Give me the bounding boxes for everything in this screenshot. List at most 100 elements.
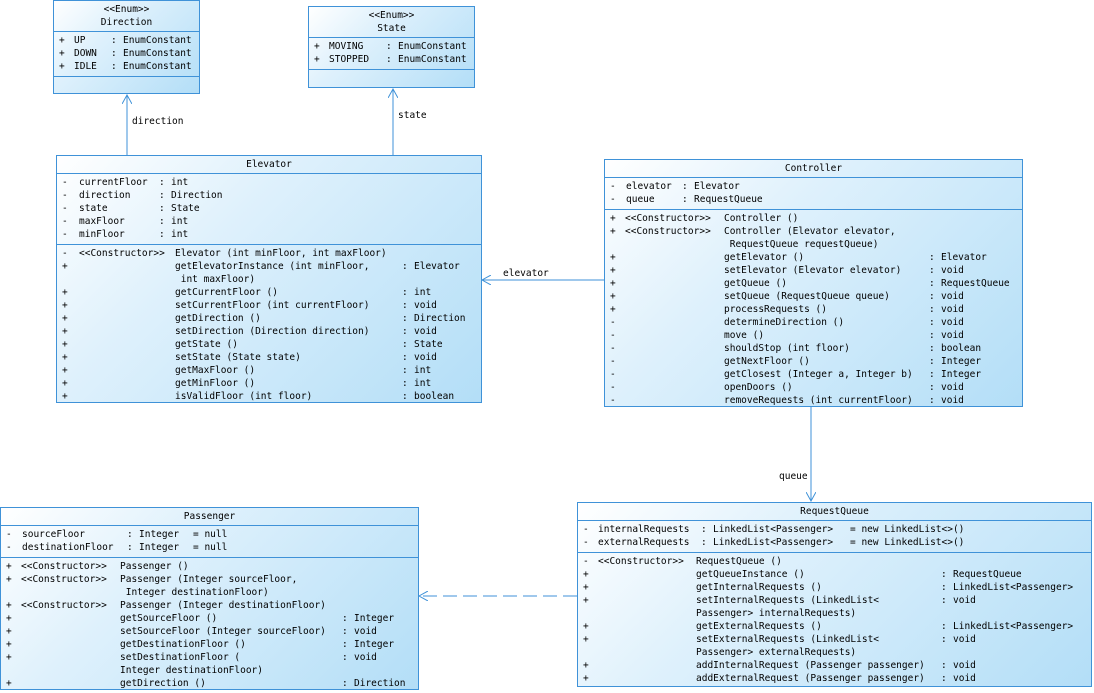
method-row[interactable]: +getDestinationFloor ():Integer xyxy=(1,638,418,651)
method-row-continuation[interactable]: Integer destinationFloor) xyxy=(1,586,418,599)
class-box-passenger[interactable]: Passenger-sourceFloor:Integer= null-dest… xyxy=(0,507,419,690)
method-row-continuation[interactable]: Passenger> externalRequests) xyxy=(578,646,1091,659)
return-type: int xyxy=(414,378,432,389)
method-row[interactable]: +getMinFloor ():int xyxy=(57,377,481,390)
attributes-section: -internalRequests:LinkedList<Passenger>=… xyxy=(578,521,1091,553)
class-name: State xyxy=(377,23,406,34)
type-colon: : xyxy=(127,529,133,540)
class-box-state[interactable]: <<Enum>>State+MOVING:EnumConstant+STOPPE… xyxy=(308,6,475,88)
method-row[interactable]: + addExternalRequest (Passenger passenger… xyxy=(578,672,1091,685)
method-row[interactable]: +getCurrentFloor ():int xyxy=(57,286,481,299)
visibility: + xyxy=(583,673,589,684)
method-row[interactable]: +getElevator ():Elevator xyxy=(605,251,1022,264)
visibility: + xyxy=(610,291,616,302)
class-box-direction[interactable]: <<Enum>>Direction+UP:EnumConstant+DOWN:E… xyxy=(53,0,200,94)
attribute-type: EnumConstant xyxy=(123,61,192,72)
method-row[interactable]: +setState (State state):void xyxy=(57,351,481,364)
method-row-continuation[interactable]: Integer destinationFloor) xyxy=(1,664,418,677)
method-row[interactable]: -getNextFloor ():Integer xyxy=(605,355,1022,368)
method-row[interactable]: +getQueue ():RequestQueue xyxy=(605,277,1022,290)
attribute-row[interactable]: -externalRequests:LinkedList<Passenger>=… xyxy=(578,536,1091,549)
attribute-row[interactable]: -sourceFloor:Integer= null xyxy=(1,528,418,541)
method-row[interactable]: -determineDirection ():void xyxy=(605,316,1022,329)
method-row[interactable]: -move ():void xyxy=(605,329,1022,342)
attribute-row[interactable]: +UP:EnumConstant xyxy=(54,34,199,47)
method-row[interactable]: +setElevator (Elevator elevator):void xyxy=(605,264,1022,277)
method-row[interactable]: -shouldStop (int floor):boolean xyxy=(605,342,1022,355)
method-row[interactable]: +setInternalRequests (LinkedList<:void xyxy=(578,594,1091,607)
method-signature: getMinFloor () xyxy=(175,378,256,389)
attribute-row[interactable]: +MOVING:EnumConstant xyxy=(309,40,474,53)
attribute-row[interactable]: +STOPPED:EnumConstant xyxy=(309,53,474,66)
visibility: - xyxy=(6,529,12,540)
visibility: + xyxy=(610,252,616,263)
method-row[interactable]: +getState ():State xyxy=(57,338,481,351)
method-row-continuation[interactable]: RequestQueue requestQueue) xyxy=(605,238,1022,251)
method-row[interactable]: +setExternalRequests (LinkedList<:void xyxy=(578,633,1091,646)
method-row[interactable]: -removeRequests (int currentFloor):void xyxy=(605,394,1022,407)
method-signature: Passenger (Integer destinationFloor) xyxy=(120,600,326,611)
attribute-row[interactable]: -queue:RequestQueue xyxy=(605,193,1022,206)
method-row[interactable]: +<<Constructor>>Passenger (Integer desti… xyxy=(1,599,418,612)
method-row[interactable]: +setDirection (Direction direction):void xyxy=(57,325,481,338)
class-stereotype: <<Enum>> xyxy=(103,4,150,15)
method-row[interactable]: +getSourceFloor ():Integer xyxy=(1,612,418,625)
method-row[interactable]: +isValidFloor (int floor):boolean xyxy=(57,390,481,403)
attribute-row[interactable]: -state:State xyxy=(57,202,481,215)
method-row[interactable]: +getElevatorInstance (int minFloor,:Elev… xyxy=(57,260,481,273)
type-colon: : xyxy=(342,626,348,637)
method-row-continuation[interactable]: Passenger> internalRequests) xyxy=(578,607,1091,620)
return-type: boolean xyxy=(414,391,455,402)
method-row[interactable]: -openDoors ():void xyxy=(605,381,1022,394)
attribute-row[interactable]: -maxFloor:int xyxy=(57,215,481,228)
method-row-continuation[interactable]: int maxFloor) xyxy=(57,273,481,286)
method-row[interactable]: -getClosest (Integer a, Integer b):Integ… xyxy=(605,368,1022,381)
method-signature: RequestQueue () xyxy=(696,556,782,567)
method-signature: addExternalRequest (Passenger passenger) xyxy=(696,673,925,684)
return-type: int xyxy=(414,287,432,298)
method-row[interactable]: +<<Constructor>>Passenger () xyxy=(1,560,418,573)
type-colon: : xyxy=(682,181,688,192)
method-row[interactable]: +getDirection ():Direction xyxy=(57,312,481,325)
method-signature: getElevator () xyxy=(724,252,805,263)
method-signature: setElevator (Elevator elevator) xyxy=(724,265,902,276)
method-row[interactable]: +getDirection ():Direction xyxy=(1,677,418,690)
method-row[interactable]: +setDestinationFloor (:void xyxy=(1,651,418,664)
method-row[interactable]: -<<Constructor>>Elevator (int minFloor, … xyxy=(57,247,481,260)
attribute-row[interactable]: -elevator:Elevator xyxy=(605,180,1022,193)
class-box-controller[interactable]: Controller-elevator:Elevator-queue:Reque… xyxy=(604,159,1023,407)
method-signature: Passenger (Integer sourceFloor, xyxy=(120,574,298,585)
attribute-row[interactable]: -internalRequests:LinkedList<Passenger>=… xyxy=(578,523,1091,536)
method-row[interactable]: +getInternalRequests ():LinkedList<Passe… xyxy=(578,581,1091,594)
method-row[interactable]: +<<Constructor>>Controller () xyxy=(605,212,1022,225)
attribute-row[interactable]: -destinationFloor:Integer= null xyxy=(1,541,418,554)
attribute-row[interactable]: +IDLE:EnumConstant xyxy=(54,60,199,73)
assoc-label-direction: direction xyxy=(132,116,183,127)
visibility: + xyxy=(6,574,12,585)
method-row[interactable]: +addInternalRequest (Passenger passenger… xyxy=(578,659,1091,672)
method-row[interactable]: +getMaxFloor ():int xyxy=(57,364,481,377)
attribute-type: EnumConstant xyxy=(398,41,467,52)
method-row[interactable]: +<<Constructor>>Passenger (Integer sourc… xyxy=(1,573,418,586)
method-row[interactable]: +processRequests ():void xyxy=(605,303,1022,316)
method-row[interactable]: +getQueueInstance ():RequestQueue xyxy=(578,568,1091,581)
class-box-requestqueue[interactable]: RequestQueue-internalRequests:LinkedList… xyxy=(577,502,1092,687)
attribute-name: MOVING xyxy=(329,41,364,52)
method-row[interactable]: +getExternalRequests ():LinkedList<Passe… xyxy=(578,620,1091,633)
class-box-elevator[interactable]: Elevator-currentFloor:int-direction:Dire… xyxy=(56,155,482,403)
method-row[interactable]: -<<Constructor>>RequestQueue () xyxy=(578,555,1091,568)
visibility: + xyxy=(610,304,616,315)
method-row[interactable]: +setCurrentFloor (int currentFloor):void xyxy=(57,299,481,312)
attribute-row[interactable]: -direction:Direction xyxy=(57,189,481,202)
attribute-row[interactable]: -currentFloor:int xyxy=(57,176,481,189)
attribute-row[interactable]: -minFloor:int xyxy=(57,228,481,241)
attribute-row[interactable]: +DOWN:EnumConstant xyxy=(54,47,199,60)
attribute-name: state xyxy=(79,203,108,214)
return-type: boolean xyxy=(941,343,982,354)
method-row[interactable]: +setQueue (RequestQueue queue):void xyxy=(605,290,1022,303)
method-row[interactable]: +<<Constructor>>Controller (Elevator ele… xyxy=(605,225,1022,238)
visibility: + xyxy=(62,300,68,311)
visibility: + xyxy=(6,600,12,611)
method-row[interactable]: +setSourceFloor (Integer sourceFloor):vo… xyxy=(1,625,418,638)
visibility: + xyxy=(583,582,589,593)
